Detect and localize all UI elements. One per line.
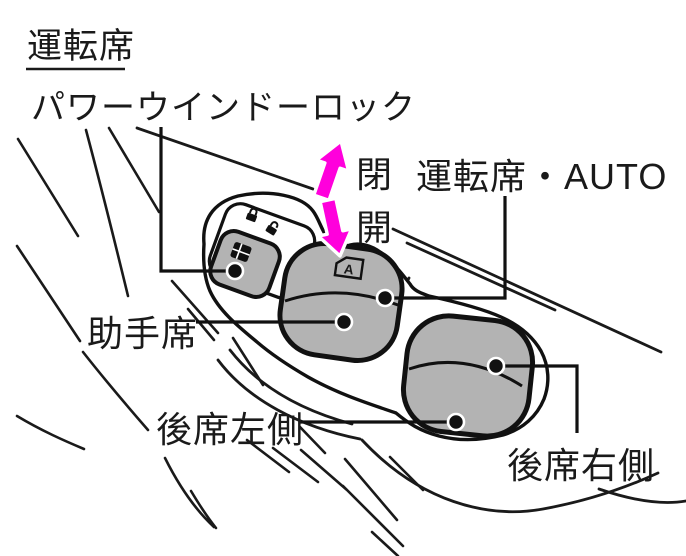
page-title: 運転席 — [27, 27, 135, 66]
label-rear-left: 後席左側 — [156, 409, 304, 450]
leader-driver-auto — [393, 196, 507, 300]
rear-switch-body — [400, 313, 536, 439]
label-driver-auto: 運転席・AUTO — [416, 156, 667, 197]
label-power-window-lock: パワーウインドーロック — [31, 89, 416, 127]
door-sketch — [15, 126, 686, 556]
callout-dots — [225, 261, 506, 432]
door-hatching — [15, 126, 425, 556]
leader-power-window-lock — [159, 127, 228, 273]
dot-passenger — [334, 312, 354, 332]
armrest-contour-lines — [216, 348, 686, 514]
window-lock-icon — [230, 242, 252, 262]
auto-window-icon: A — [333, 256, 365, 281]
label-open: 開 — [356, 207, 393, 248]
rear-switch-pair — [400, 313, 536, 439]
labels: 運転席 パワーウインドーロック 閉 開 運転席・AUTO 助手席 後席左側 後席… — [26, 27, 667, 486]
label-close: 閉 — [356, 154, 393, 195]
dot-rear-left — [446, 412, 466, 432]
dot-driver-auto — [375, 288, 395, 308]
rear-switch-divider — [408, 360, 523, 388]
front-switch-body — [277, 241, 405, 363]
label-rear-right: 後席右側 — [507, 445, 655, 486]
lock-open-icon — [265, 221, 279, 236]
lock-closed-icon — [245, 207, 258, 223]
leader-rear-right — [504, 364, 579, 433]
window-direction-arrows — [312, 139, 354, 258]
auto-icon-letter: A — [343, 261, 355, 277]
open-arrow-down-icon — [316, 196, 354, 258]
power-window-lock-button — [208, 229, 282, 299]
label-passenger: 助手席 — [87, 313, 198, 354]
close-arrow-up-icon — [312, 139, 351, 203]
dot-power-window-lock — [225, 261, 245, 281]
callout-leaders — [159, 127, 579, 433]
dot-rear-right — [486, 356, 506, 376]
front-switch-pair: A — [277, 241, 405, 363]
window-sill-lines — [135, 126, 663, 354]
